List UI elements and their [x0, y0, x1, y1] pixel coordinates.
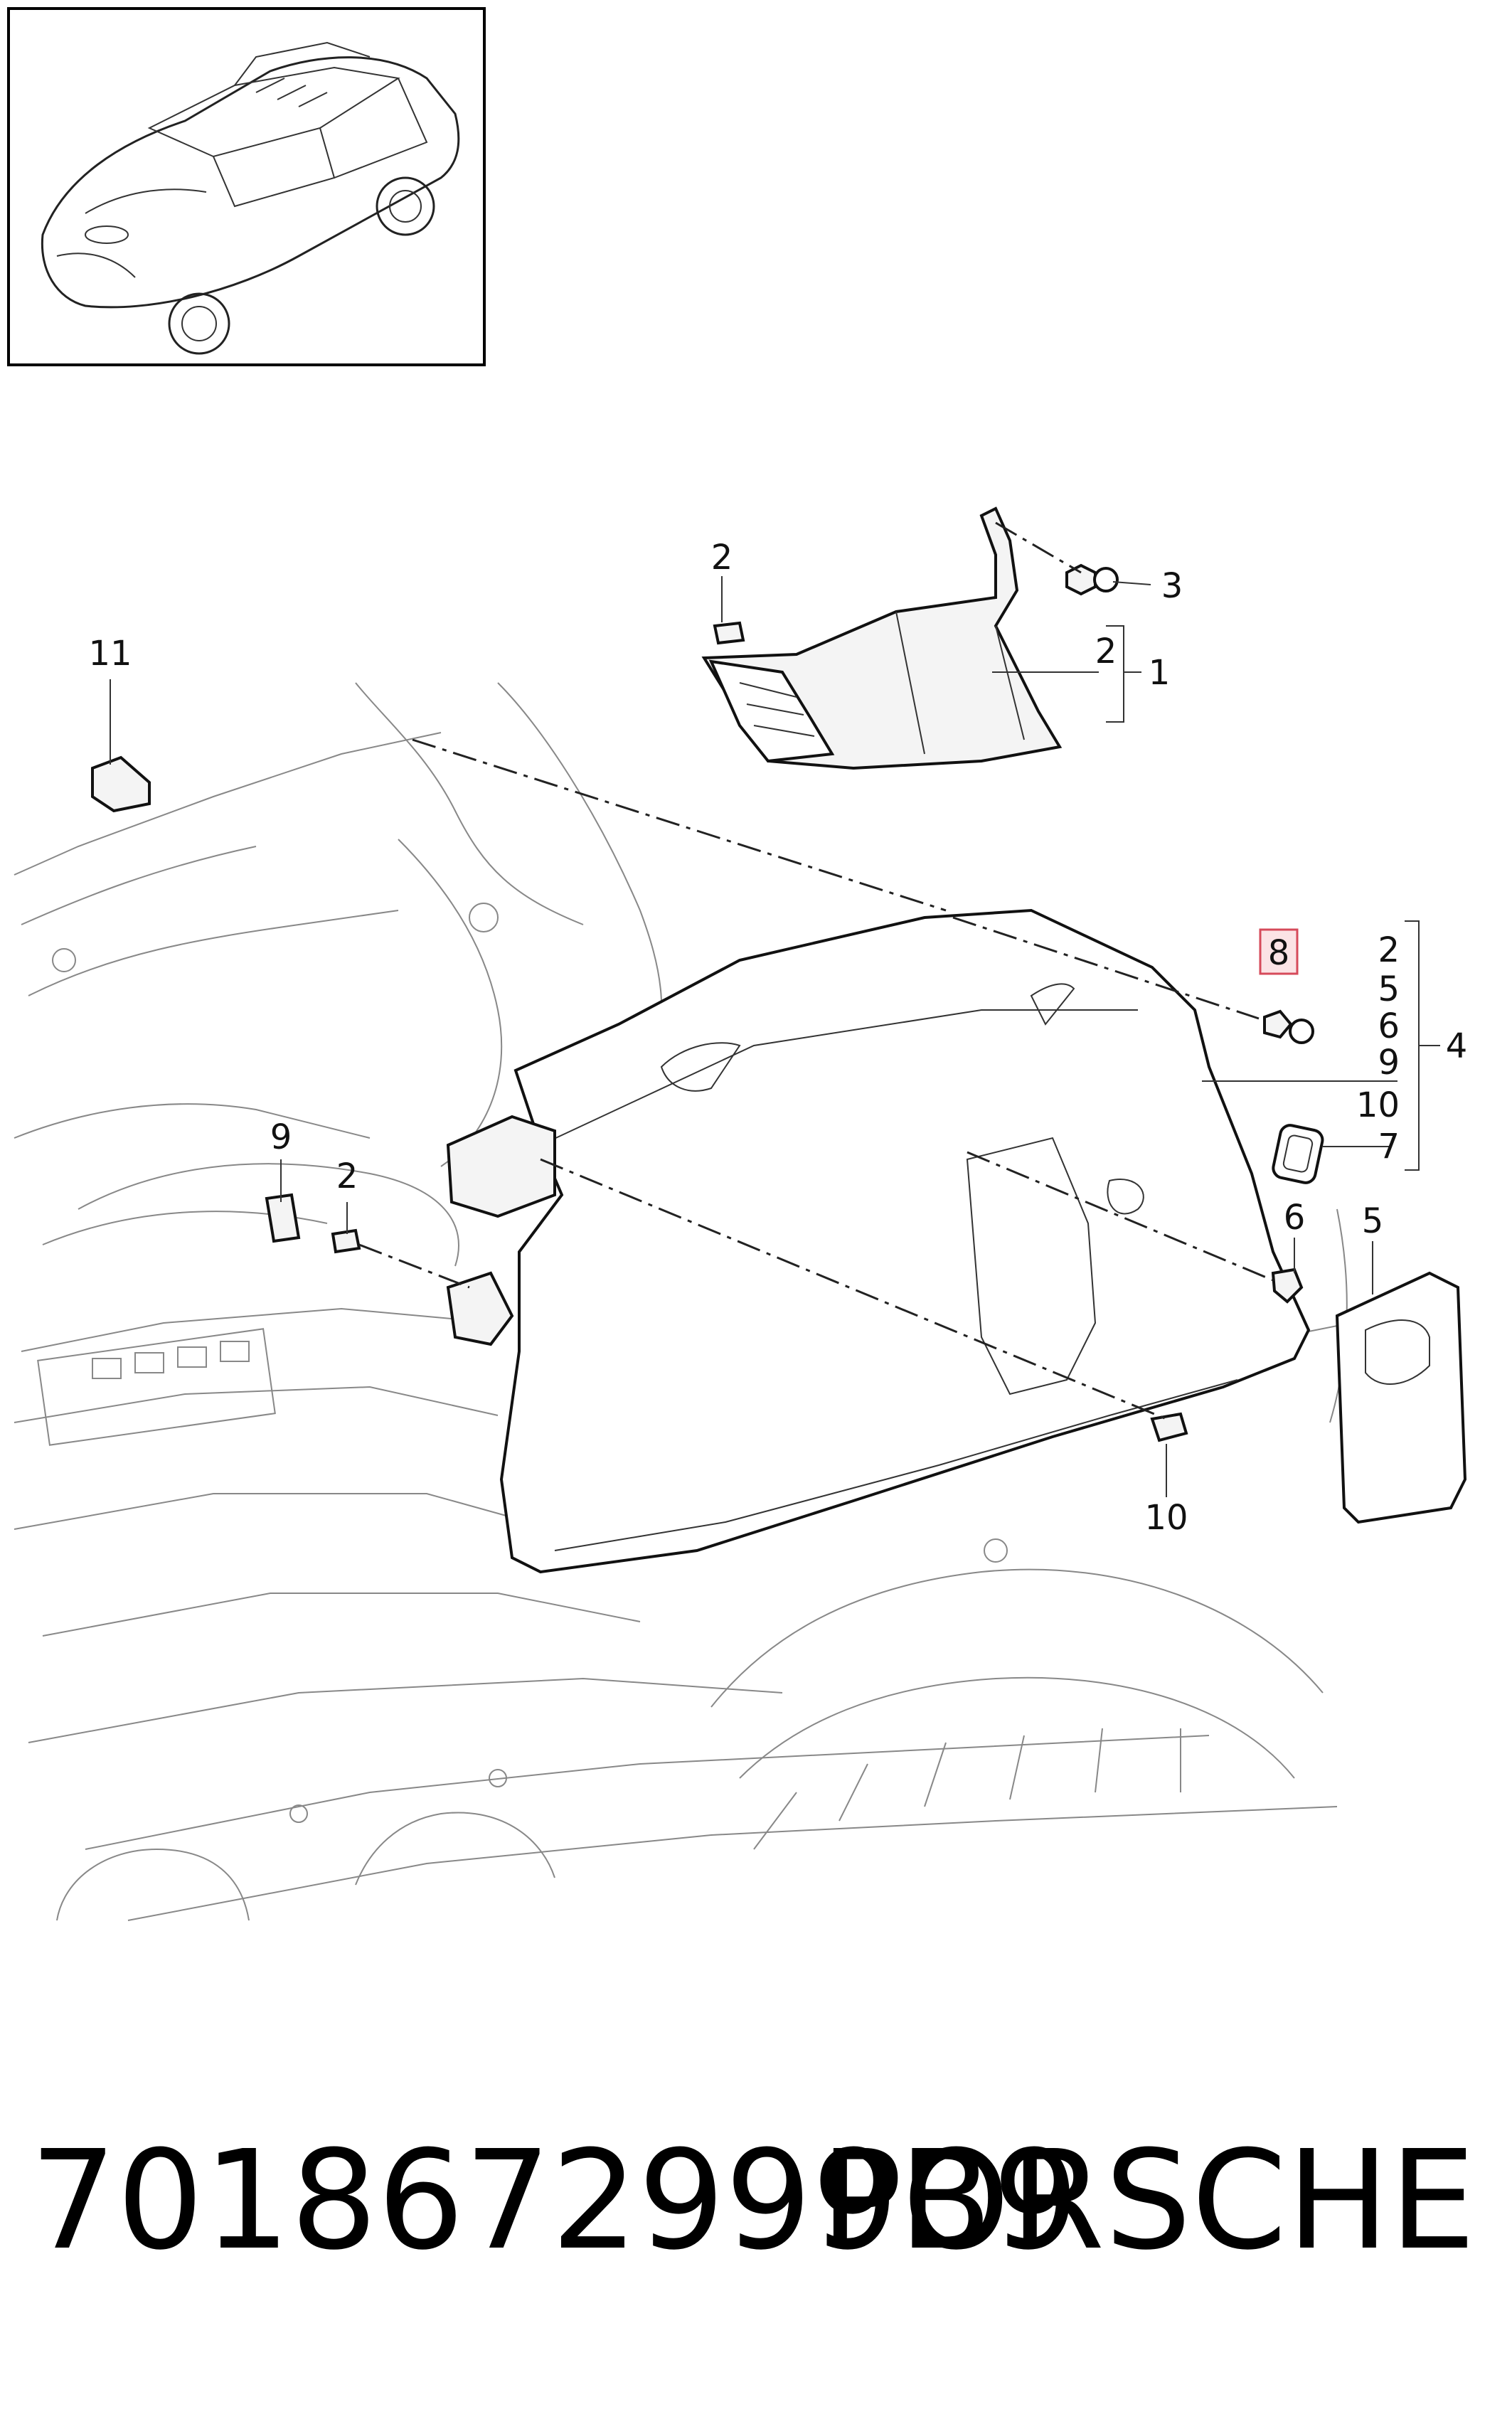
part-number: 7018672999B9 — [30, 2122, 1079, 2280]
callout-panel-2: 2 — [1095, 632, 1117, 671]
callout-frame-7: 7 — [1378, 1127, 1400, 1166]
callout-bottom-10: 10 — [1144, 1498, 1188, 1538]
leader-lines — [110, 576, 1440, 1497]
callout-labels: 2 3 2 1 11 8 2 5 6 9 10 4 7 9 2 6 5 10 — [88, 538, 1467, 1538]
callout-bracket-9: 9 — [1378, 1043, 1400, 1083]
callout-bracket-2: 2 — [1378, 930, 1400, 970]
body-structure-background — [14, 682, 1395, 1921]
callout-clip-11: 11 — [88, 634, 132, 674]
callout-trim-4: 4 — [1446, 1026, 1468, 1066]
callout-cover-5: 5 — [1362, 1201, 1384, 1241]
upper-trim-panel — [701, 506, 1063, 770]
callout-left-9: 9 — [270, 1117, 292, 1157]
callout-8-highlight — [1259, 928, 1299, 975]
fasteners — [91, 563, 1314, 1442]
callout-bolt-3: 3 — [1161, 566, 1183, 606]
vehicle-thumbnail — [7, 7, 486, 366]
frame-part — [1272, 1124, 1324, 1184]
callout-clip-6: 6 — [1284, 1198, 1306, 1238]
callout-left-2: 2 — [336, 1157, 358, 1196]
quarter-trim-panel — [446, 908, 1311, 1574]
callout-top-clip-2: 2 — [711, 538, 733, 578]
callout-bracket-10: 10 — [1356, 1085, 1400, 1125]
callout-bracket-5: 5 — [1378, 969, 1400, 1009]
brand-name: PORSCHE — [820, 2122, 1476, 2280]
cover-part — [1335, 1271, 1467, 1524]
callout-panel-1: 1 — [1149, 653, 1171, 693]
callout-8: 8 — [1268, 933, 1290, 973]
assembly-lines — [358, 521, 1274, 1420]
callout-bracket-6: 6 — [1378, 1006, 1400, 1046]
